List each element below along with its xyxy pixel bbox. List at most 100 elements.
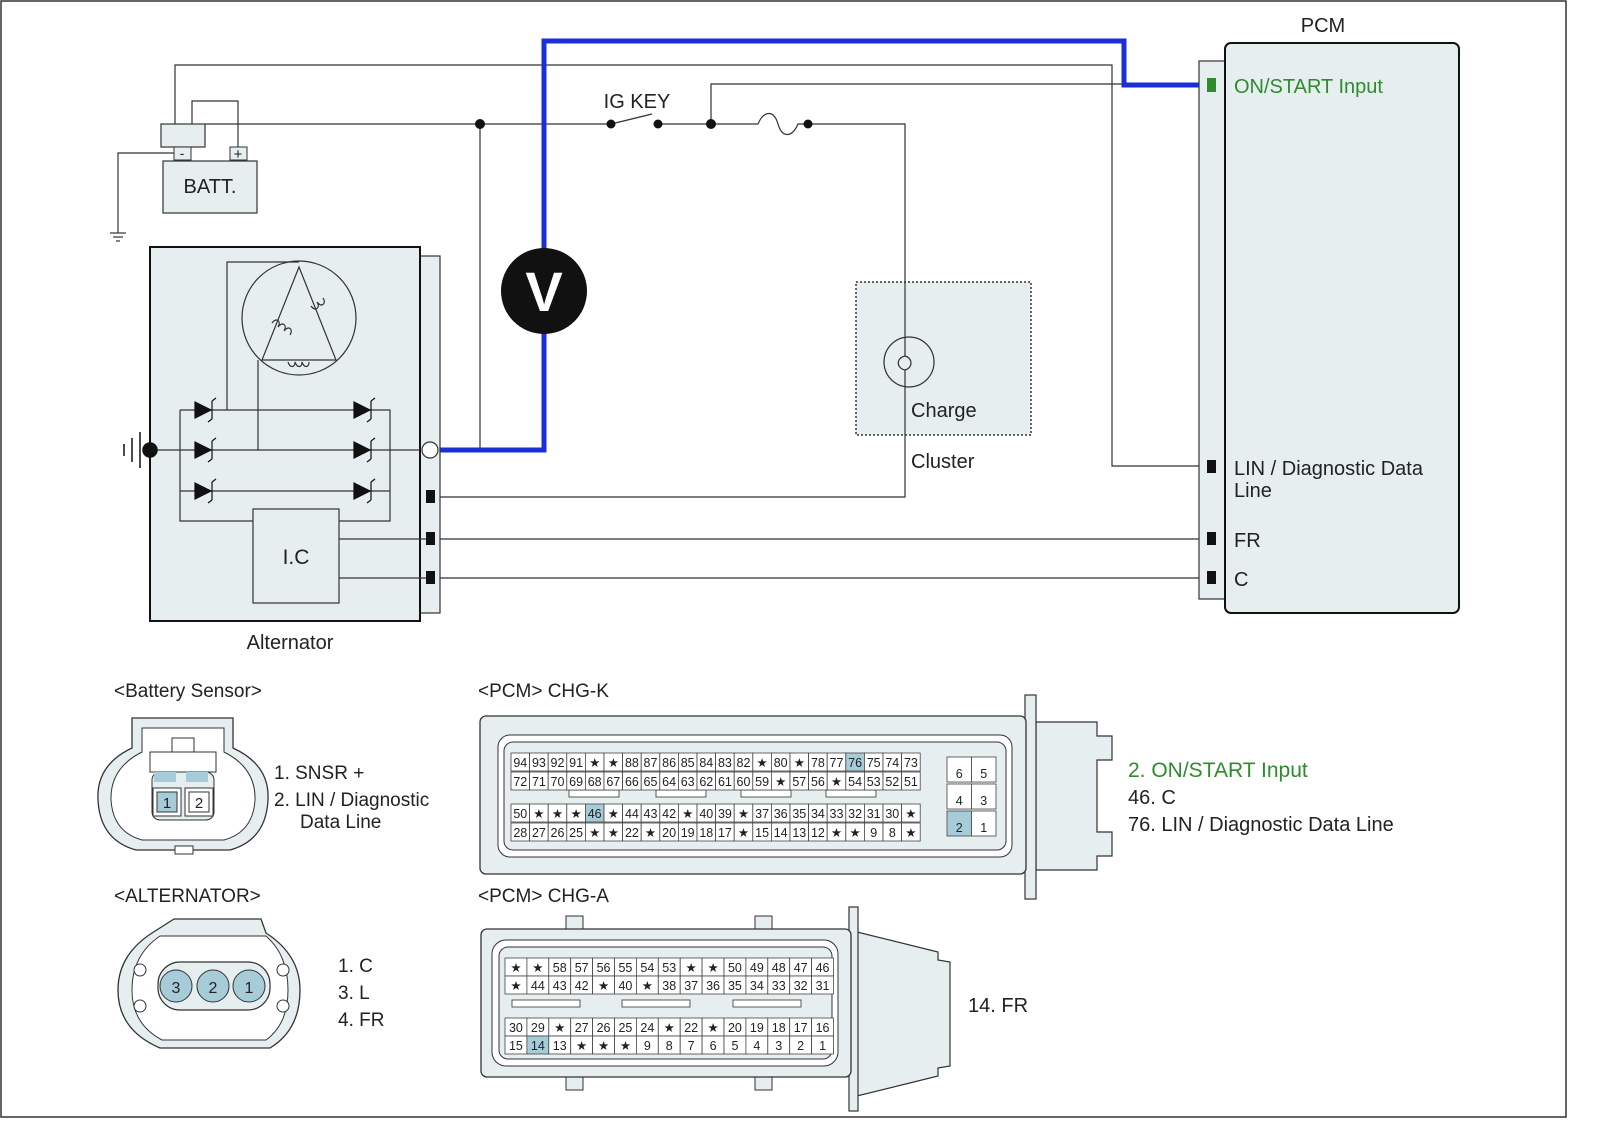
pcm-on-start-label: ON/START Input [1234,76,1383,98]
chg-k-pin-label: 68 [588,775,602,789]
chg-k-side-pin-cell [946,810,972,837]
battery-sensor-legend-3: Data Line [300,812,381,833]
chg-k-pin-label: 69 [569,775,583,789]
chg-k-pin-label: 66 [625,775,639,789]
chg-k-legend-46: 46. C [1128,787,1176,809]
chg-a-pin-label: 20 [728,1021,742,1035]
chg-k-pin-label: 67 [606,775,620,789]
chg-a-pin-label: ★ [510,979,521,993]
chg-k-side-pin-label: 3 [980,794,987,808]
pcm-pin-lin [1207,460,1216,473]
chg-k-title: <PCM> CHG-K [478,681,609,702]
chg-k-pin-label: 65 [644,775,658,789]
chg-k-pin-cell [901,771,921,791]
voltmeter-icon: V [501,248,587,334]
pcm-pin-on-start [1207,78,1216,92]
chg-k-pin-label: ★ [738,807,749,821]
chg-a-pin-label: 48 [772,961,786,975]
chg-a-pin-label: 53 [662,961,676,975]
chg-a-pin-cell [811,975,834,995]
rectifier-diodes [194,397,376,504]
chg-a-pin-label: 30 [509,1021,523,1035]
cluster-label: Cluster [911,451,975,473]
alternator-connector-pin-3: 3 [172,980,181,997]
battery-sensor-legend-2: 2. LIN / Diagnostic [274,790,429,811]
chg-k-pin-label: 14 [774,826,788,840]
chg-k-pin-label: 28 [513,826,527,840]
chg-k-pin-label: 39 [718,807,732,821]
chg-a-pin-label: 15 [509,1039,523,1053]
fuse-icon [757,112,808,136]
chg-k-pin-label: 35 [792,807,806,821]
chg-a-pin-label: 14 [531,1039,545,1053]
chg-k-side-pin-label: 4 [956,794,963,808]
chg-k-side-pin-cell [971,783,997,810]
chg-k-pin-label: 42 [662,807,676,821]
chg-k-pin-label: ★ [645,826,656,840]
chg-k-pin-label: 18 [699,826,713,840]
chg-k-pin-label: 34 [811,807,825,821]
ground-icon [110,232,126,242]
chg-k-pin-label: 27 [532,826,546,840]
chg-k-pin-label: 20 [662,826,676,840]
chg-k-side-pin-label: 6 [956,767,963,781]
alternator-connector [117,918,301,1049]
chg-k-pin-cell [901,822,921,842]
chg-k-pin-label: 59 [755,775,769,789]
battery-sensor-connector-title: <Battery Sensor> [114,681,262,702]
alternator-legend-2: 3. L [338,983,370,1004]
chg-a-pin-label: ★ [686,961,697,975]
chg-k-pin-label: ★ [589,756,600,770]
chg-k-pin-label: 15 [755,826,769,840]
chg-k-pin-label: 60 [737,775,751,789]
chg-k-pin-label: 88 [625,756,639,770]
page-frame [0,0,1567,1118]
chg-a-pin-label: 33 [772,979,786,993]
chg-k-side-pin-label: 2 [956,821,963,835]
stator-icon [241,260,357,376]
chg-k-pin-label: ★ [794,756,805,770]
alternator-ground-icon [123,432,158,468]
alternator-connector-title: <ALTERNATOR> [114,886,261,907]
chg-k-pin-label: ★ [756,756,767,770]
chg-a-pin-label: 58 [553,961,567,975]
chg-k-pin-label: 17 [718,826,732,840]
chg-k-pin-label: 91 [569,756,583,770]
chg-a-pin-label: 49 [750,961,764,975]
chg-k-side-pin-label: 5 [980,767,987,781]
chg-a-pin-label: 6 [710,1039,717,1053]
chg-k-pin-label: ★ [608,756,619,770]
chg-k-pin-cell [901,752,921,772]
chg-k-pin-label: 61 [718,775,732,789]
chg-a-pin-label: 43 [553,979,567,993]
battery-sensor-connector [97,717,269,855]
b-terminal-icon [421,441,439,459]
chg-a-pin-label: ★ [707,961,718,975]
chg-k-pin-label: 84 [699,756,713,770]
chg-k-pin-label: 25 [569,826,583,840]
chg-k-connector-body [479,694,1113,900]
chg-k-pin-label: 76 [848,756,862,770]
chg-a-pin-label: 7 [688,1039,695,1053]
chg-k-pin-label: 12 [811,826,825,840]
chg-k-pin-label: 32 [848,807,862,821]
chg-k-pin-label: 71 [532,775,546,789]
chg-a-pin-label: 17 [794,1021,808,1035]
pcm-module [1224,42,1460,614]
chg-k-pin-label: ★ [608,807,619,821]
chg-k-pin-label: 72 [513,775,527,789]
chg-a-pin-cell [811,1035,834,1055]
chg-a-title: <PCM> CHG-A [478,886,609,907]
chg-a-pin-label: 8 [666,1039,673,1053]
charge-label: Charge [911,400,977,422]
chg-a-pin-label: 4 [753,1039,760,1053]
chg-a-pin-label: 19 [750,1021,764,1035]
pcm-pin-c [1207,571,1216,584]
chg-k-pin-label: 57 [792,775,806,789]
chg-a-pin-label: 57 [575,961,589,975]
chg-k-pin-label: ★ [831,775,842,789]
chg-a-pin-label: 42 [575,979,589,993]
chg-k-pin-label: 54 [848,775,862,789]
battery-sensor-pin-1: 2 [195,795,203,812]
